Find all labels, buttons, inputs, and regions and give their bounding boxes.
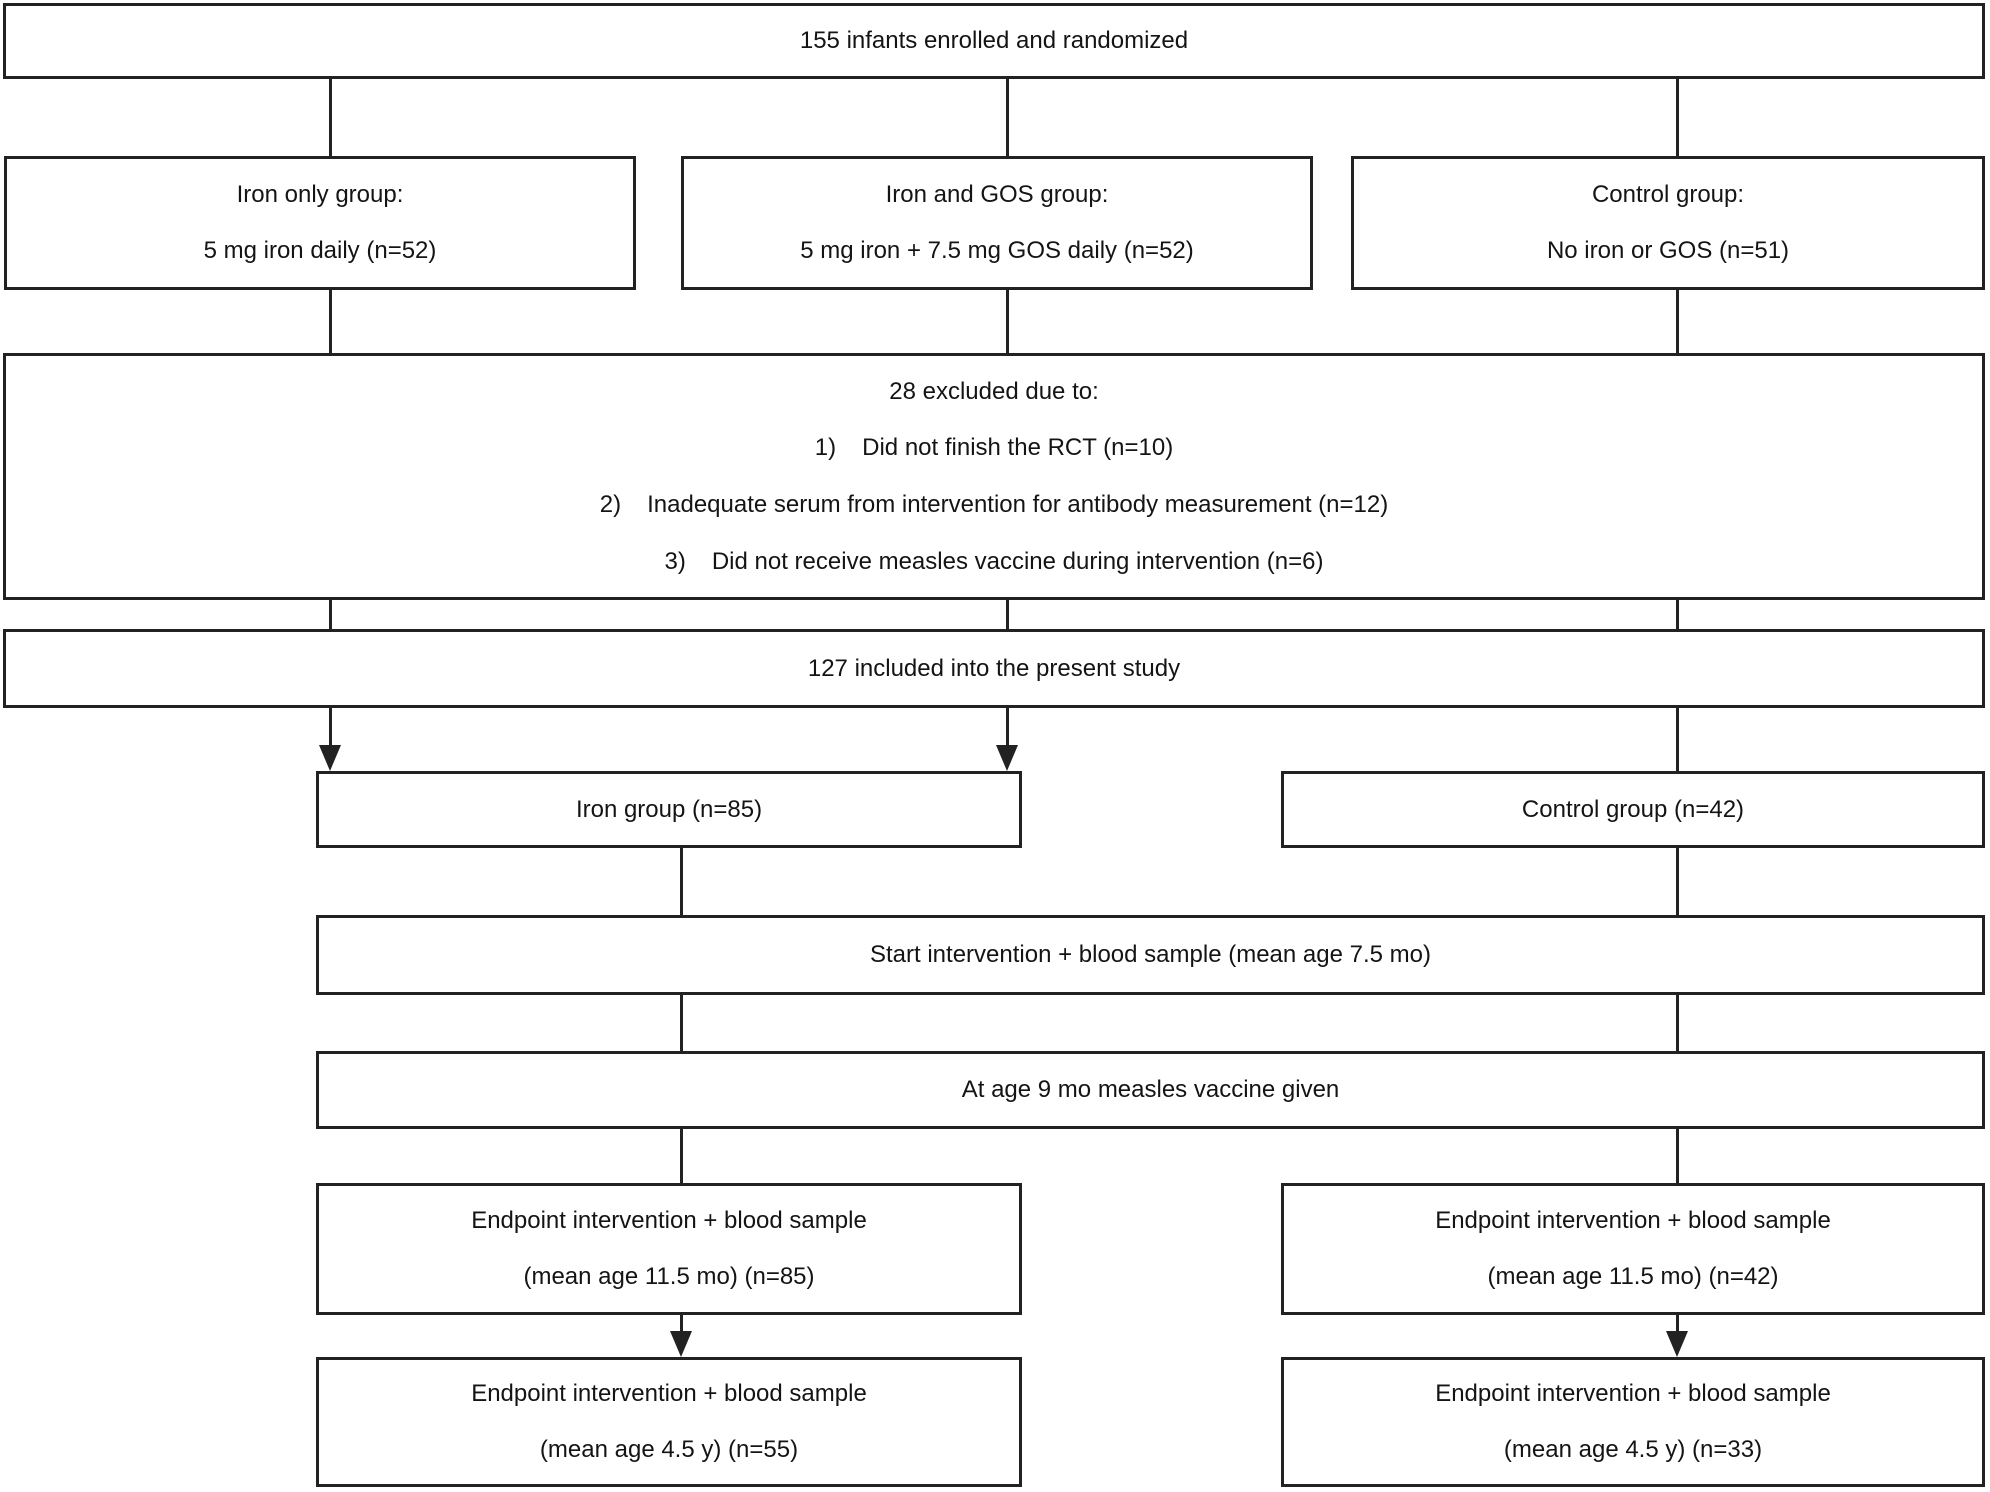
iron-group-box: Iron group (n=85)	[316, 771, 1022, 848]
endpoint-iron-11mo-line1: Endpoint intervention + blood sample	[471, 1207, 867, 1235]
connector-line	[1676, 600, 1679, 629]
exclusion-title: 28 excluded due to:	[889, 377, 1099, 405]
connector-line	[1006, 290, 1009, 353]
endpoint-control-11mo-line2: (mean age 11.5 mo) (n=42)	[1487, 1263, 1779, 1290]
endpoint-control-4y-line1: Endpoint intervention + blood sample	[1435, 1380, 1831, 1408]
endpoint-control-4y-box: Endpoint intervention + blood sample (me…	[1281, 1357, 1985, 1487]
exclusion-item-text: Inadequate serum from intervention for a…	[647, 491, 1389, 518]
connector-line	[1676, 1129, 1679, 1183]
connector-line	[1676, 995, 1679, 1051]
connector-line	[680, 1315, 683, 1333]
arrow-down-icon	[996, 745, 1018, 771]
included-box: 127 included into the present study	[3, 629, 1985, 708]
exclusion-item-text: Did not finish the RCT (n=10)	[862, 434, 1174, 462]
endpoint-control-11mo-box: Endpoint intervention + blood sample (me…	[1281, 1183, 1985, 1315]
connector-line	[680, 1129, 683, 1183]
connector-line	[329, 708, 332, 747]
iron-only-group-box: Iron only group: 5 mg iron daily (n=52)	[4, 156, 636, 290]
endpoint-iron-4y-line1: Endpoint intervention + blood sample	[471, 1380, 867, 1408]
connector-line	[680, 848, 683, 915]
connector-line	[1006, 600, 1009, 629]
iron-only-group-title: Iron only group:	[236, 181, 404, 209]
exclusion-item: 3) Did not receive measles vaccine during…	[665, 548, 1324, 576]
control-arm-title: Control group:	[1591, 181, 1745, 209]
exclusion-item-number: 1)	[814, 434, 837, 462]
connector-line	[329, 600, 332, 629]
iron-gos-group-title: Iron and GOS group:	[885, 181, 1109, 209]
included-label: 127 included into the present study	[807, 654, 1181, 682]
connector-line	[1006, 79, 1009, 156]
enrolled-box: 155 infants enrolled and randomized	[3, 3, 1985, 79]
endpoint-iron-4y-box: Endpoint intervention + blood sample (me…	[316, 1357, 1022, 1487]
connector-line	[1676, 848, 1679, 915]
measles-vaccine-box: At age 9 mo measles vaccine given	[316, 1051, 1985, 1129]
iron-group-label: Iron group (n=85)	[575, 795, 763, 823]
iron-gos-group-detail: 5 mg iron + 7.5 mg GOS daily (n=52)	[800, 237, 1194, 264]
connector-line	[1676, 708, 1679, 771]
endpoint-iron-11mo-line2: (mean age 11.5 mo) (n=85)	[523, 1263, 815, 1290]
control-arm-detail: No iron or GOS (n=51)	[1546, 237, 1790, 264]
control-arm-box: Control group: No iron or GOS (n=51)	[1351, 156, 1985, 290]
arrow-down-icon	[319, 745, 341, 771]
connector-line	[1006, 708, 1009, 747]
endpoint-control-4y-line2: (mean age 4.5 y) (n=33)	[1503, 1436, 1763, 1463]
exclusion-box: 28 excluded due to: 1) Did not finish the…	[3, 353, 1985, 600]
control-group-box: Control group (n=42)	[1281, 771, 1985, 848]
enrolled-label: 155 infants enrolled and randomized	[799, 27, 1189, 55]
measles-vaccine-label: At age 9 mo measles vaccine given	[961, 1076, 1340, 1104]
arrow-down-icon	[1666, 1331, 1688, 1357]
control-group-label: Control group (n=42)	[1521, 795, 1745, 823]
exclusion-item-text: Did not receive measles vaccine during i…	[711, 547, 1324, 575]
exclusion-item-number: 3)	[664, 547, 686, 575]
connector-line	[680, 995, 683, 1051]
endpoint-iron-11mo-box: Endpoint intervention + blood sample (me…	[316, 1183, 1022, 1315]
connector-line	[329, 290, 332, 353]
endpoint-iron-4y-line2: (mean age 4.5 y) (n=55)	[539, 1436, 799, 1463]
iron-only-group-detail: 5 mg iron daily (n=52)	[203, 237, 437, 264]
start-intervention-box: Start intervention + blood sample (mean …	[316, 915, 1985, 995]
exclusion-item: 2) Inadequate serum from intervention for…	[600, 491, 1388, 519]
connector-line	[1676, 290, 1679, 353]
exclusion-item: 1) Did not finish the RCT (n=10)	[815, 434, 1173, 462]
arrow-down-icon	[670, 1331, 692, 1357]
start-intervention-label: Start intervention + blood sample (mean …	[870, 941, 1431, 969]
endpoint-control-11mo-line1: Endpoint intervention + blood sample	[1435, 1207, 1831, 1235]
iron-gos-group-box: Iron and GOS group: 5 mg iron + 7.5 mg G…	[681, 156, 1313, 290]
exclusion-item-number: 2)	[599, 491, 622, 518]
connector-line	[329, 79, 332, 156]
connector-line	[1676, 1315, 1679, 1333]
connector-line	[1676, 79, 1679, 156]
